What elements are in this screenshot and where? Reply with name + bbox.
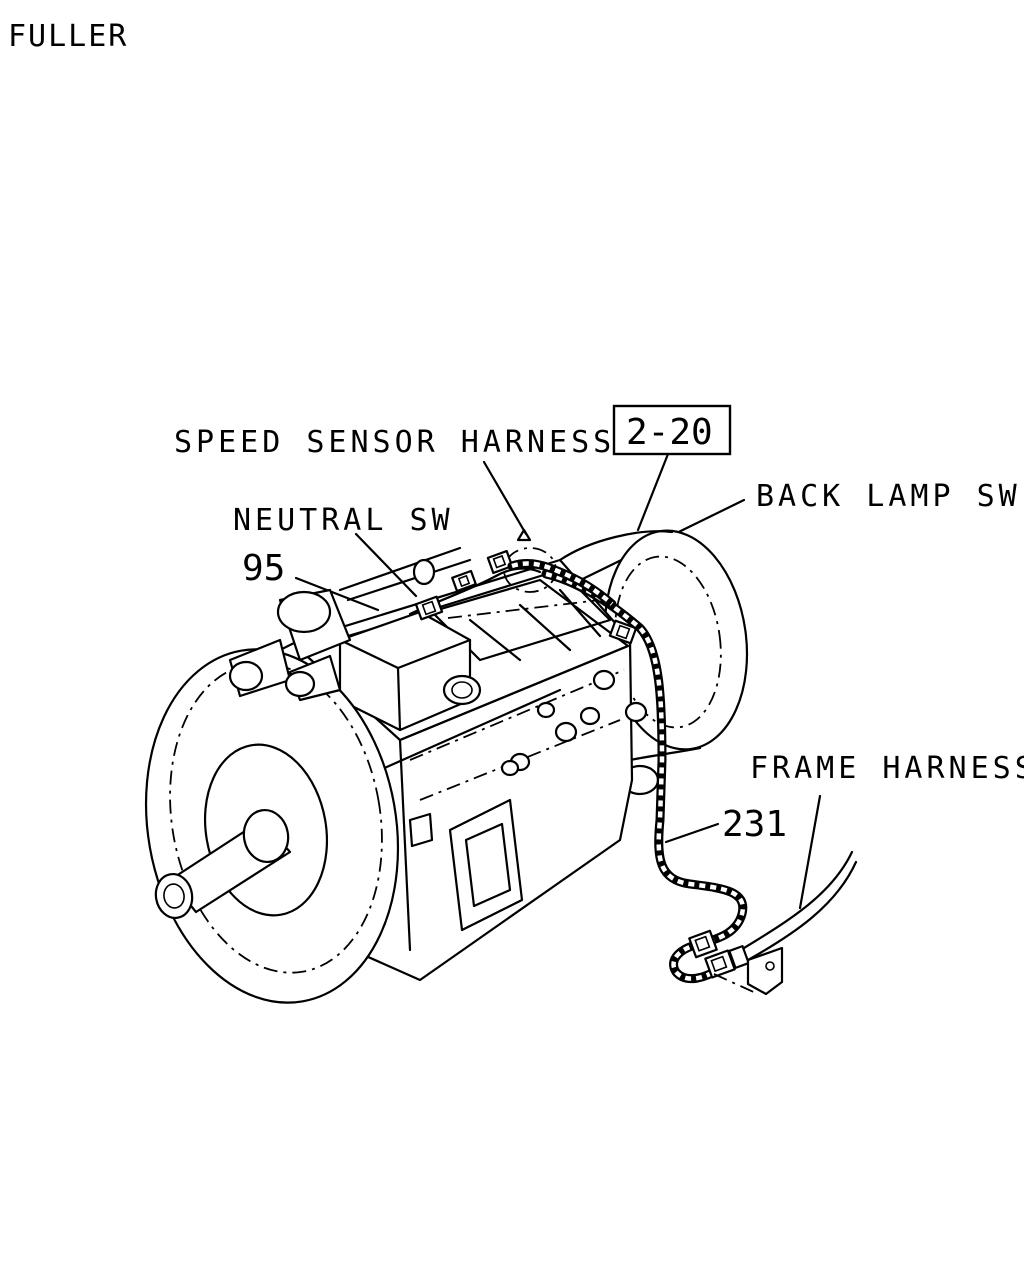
brand-label: FULLER	[8, 19, 128, 54]
neutral-sw-label: NEUTRAL SW	[233, 503, 454, 538]
reference-box-label: 2-20	[626, 412, 713, 453]
frame-connector[interactable]	[688, 929, 750, 979]
top-fittings	[228, 546, 472, 702]
mounting-bracket	[713, 946, 784, 996]
neutral-sw-connector[interactable]	[414, 595, 444, 621]
leader-lines	[294, 452, 822, 910]
sensor-connector-upper[interactable]	[486, 549, 514, 575]
bell-housing	[144, 648, 400, 1004]
speed-sensor-harness-label: SPEED SENSOR HARNESS	[174, 425, 615, 460]
frame-harness	[742, 850, 858, 962]
transmission-harness-231	[507, 559, 748, 984]
reference-box[interactable]: 2-20	[612, 404, 732, 456]
back-lamp-sw-label: BACK LAMP SW	[756, 479, 1021, 514]
rear-housing	[558, 529, 749, 796]
speed-sensor-connector[interactable]	[451, 569, 477, 593]
part-number-231: 231	[722, 804, 787, 845]
frame-harness-label: FRAME HARNESS	[750, 751, 1024, 786]
back-lamp-sw-connector[interactable]	[608, 619, 638, 645]
part-number-95: 95	[242, 548, 285, 589]
